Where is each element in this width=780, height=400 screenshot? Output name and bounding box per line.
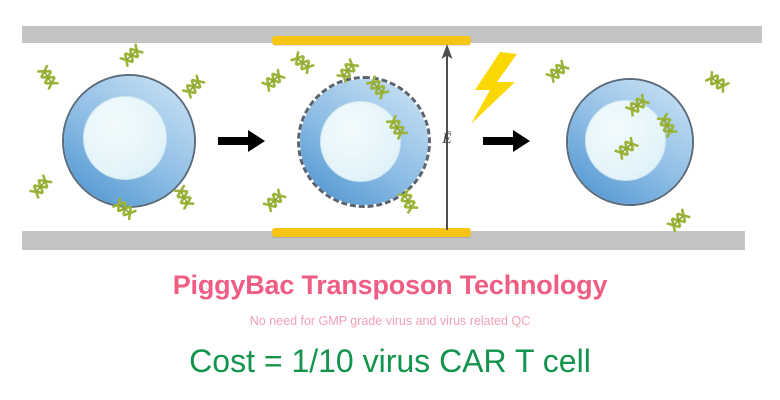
- electrode-plate-top: [272, 36, 471, 45]
- dna-glyph: [666, 208, 691, 233]
- dna-plasmid: [624, 90, 653, 117]
- headline-text: PiggyBac Transposon Technology: [172, 270, 608, 300]
- dna-plasmid: [111, 196, 140, 223]
- nucleus: [585, 100, 666, 181]
- dna-glyph: [181, 74, 206, 99]
- dna-plasmid: [28, 171, 55, 200]
- channel-wall-top: [22, 26, 762, 43]
- dna-glyph: [261, 68, 286, 92]
- dna-glyph: [385, 114, 408, 140]
- cell-during-electroporation: [297, 76, 431, 208]
- bolt-glyph: [471, 52, 517, 124]
- arrow-right-icon: [218, 130, 265, 152]
- dna-plasmid: [365, 75, 393, 104]
- dna-glyph: [290, 51, 315, 75]
- dna-plasmid: [36, 64, 62, 93]
- dna-glyph: [614, 136, 639, 160]
- dna-glyph: [262, 188, 287, 213]
- cost-text: Cost = 1/10 virus CAR T cell: [189, 343, 591, 379]
- dna-glyph: [365, 75, 390, 100]
- arrow-up-icon: [441, 44, 453, 230]
- dna-glyph: [173, 184, 195, 210]
- dna-plasmid: [385, 114, 411, 143]
- dna-plasmid: [666, 205, 694, 233]
- caption-block: PiggyBac Transposon Technology No need f…: [0, 268, 780, 380]
- electric-field-label: Ē: [442, 131, 452, 147]
- arrow-right-icon: [483, 130, 530, 152]
- dna-glyph: [656, 112, 678, 138]
- process-arrow-1: [218, 127, 266, 155]
- dna-plasmid: [290, 50, 319, 77]
- dna-glyph: [336, 58, 360, 83]
- dna-plasmid: [335, 54, 362, 83]
- dna-plasmid: [261, 65, 290, 92]
- dna-glyph: [119, 43, 144, 68]
- dna-plasmid: [181, 71, 209, 100]
- channel-wall-bottom: [22, 231, 745, 250]
- dna-plasmid: [656, 112, 681, 142]
- dna-glyph: [625, 93, 650, 117]
- nucleus: [83, 96, 167, 180]
- cell-after-electroporation: [566, 78, 694, 206]
- subtitle-text: No need for GMP grade virus and virus re…: [249, 314, 531, 328]
- process-arrow-2: [483, 127, 531, 155]
- electrode-plate-bottom: [272, 228, 471, 237]
- dna-glyph: [704, 70, 730, 93]
- electric-field-arrow: [440, 44, 454, 230]
- dna-glyph: [545, 59, 570, 84]
- lightning-bolt-icon: [469, 52, 521, 124]
- dna-plasmid: [614, 133, 643, 160]
- dna-plasmid: [397, 188, 422, 218]
- dna-plasmid: [262, 185, 290, 213]
- dna-plasmid: [545, 56, 574, 84]
- dna-plasmid: [119, 40, 148, 68]
- dna-glyph: [29, 174, 53, 199]
- dna-glyph: [397, 188, 419, 214]
- cell-before-electroporation: [62, 74, 196, 208]
- dna-plasmid: [173, 184, 198, 214]
- dna-plasmid: [704, 70, 733, 96]
- dna-glyph: [37, 64, 59, 90]
- dna-glyph: [112, 197, 137, 221]
- nucleus: [320, 101, 401, 182]
